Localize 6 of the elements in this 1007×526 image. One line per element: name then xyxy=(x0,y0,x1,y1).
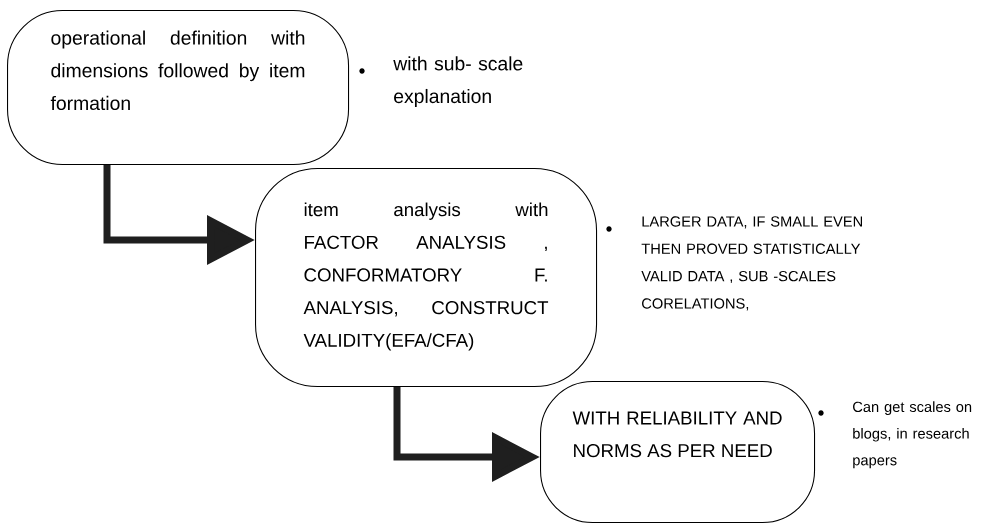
note-text: LARGER DATA, IF SMALL EVEN THEN PROVED STATISTICALLY VALID DATA , SUB -SCALES CORELATIONS, xyxy=(641,216,862,311)
process-box: item analysis with FACTOR ANALYSIS , CONFORMATORY F. ANALYSIS, CONSTRUCT VALIDITY(EFA/CFA) xyxy=(255,168,598,388)
process-box: WITH RELIABILITY AND NORMS AS PER NEED xyxy=(540,381,816,524)
process-box: operational definition with dimensions followed by item formation xyxy=(7,10,350,166)
note-text: with sub- scale explanation xyxy=(393,56,523,107)
note-text: Can get scales on blogs, in research papers xyxy=(853,401,972,469)
